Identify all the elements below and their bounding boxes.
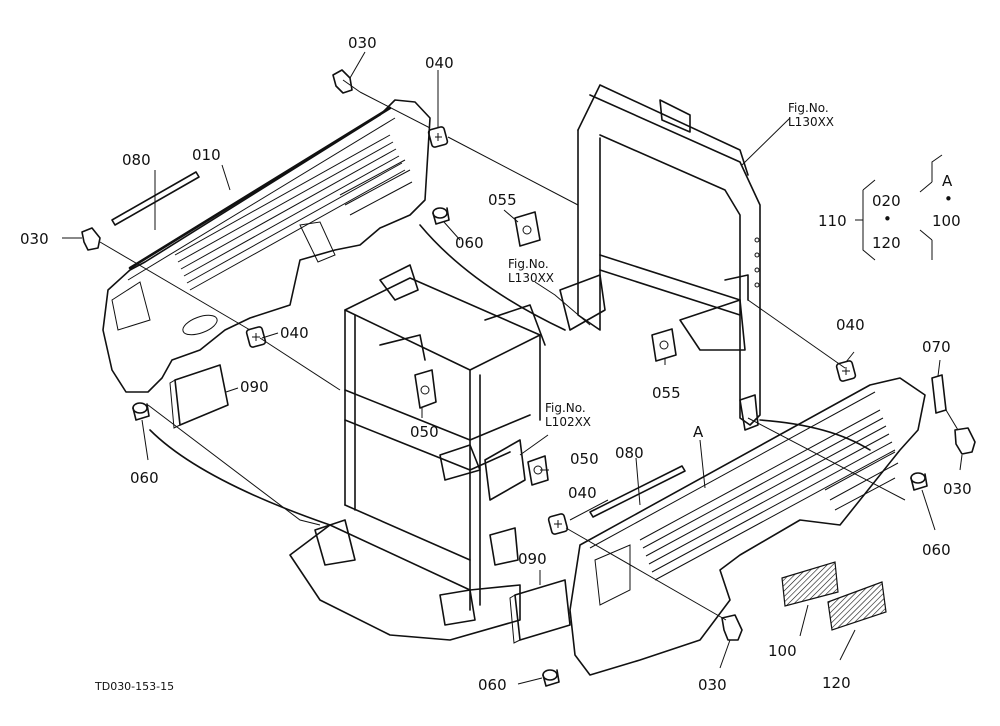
bolt-030-bottom xyxy=(721,614,743,641)
callout-060-mid: 060 xyxy=(455,234,484,252)
callout-080-left: 080 xyxy=(122,151,151,169)
rod-080-left xyxy=(111,171,200,226)
callout-060-left: 060 xyxy=(130,469,159,487)
callout-labels: 030 040 080 010 030 055 060 040 090 060 … xyxy=(20,34,972,694)
callout-080-right: 080 xyxy=(615,444,644,462)
callout-090-left: 090 xyxy=(240,378,269,396)
callout-060-bottom: 060 xyxy=(478,676,507,694)
washer-040-right xyxy=(835,360,857,382)
bolt-030-top xyxy=(332,69,361,94)
fig-ref-2-label: Fig.No. xyxy=(508,257,549,271)
callout-dot-1: • xyxy=(883,210,892,228)
callout-060-right: 060 xyxy=(922,541,951,559)
decal-100 xyxy=(781,561,839,607)
callout-050-b: 050 xyxy=(570,450,599,468)
pad-090-lower xyxy=(509,579,571,644)
callout-a-ref: A xyxy=(693,423,704,441)
callout-055-lower: 055 xyxy=(652,384,681,402)
left-panel-vent-slots xyxy=(174,134,413,291)
callout-040-top: 040 xyxy=(425,54,454,72)
callout-070: 070 xyxy=(922,338,951,356)
rear-frame xyxy=(559,84,761,431)
right-side-cover xyxy=(569,377,926,676)
callout-050-a: 050 xyxy=(410,423,439,441)
callout-030-left: 030 xyxy=(20,230,49,248)
callout-a-group: A xyxy=(942,172,953,190)
washer-040-lower xyxy=(547,513,569,535)
rod-080-right xyxy=(589,465,686,518)
fig-ref-1-label: Fig.No. xyxy=(788,101,829,115)
drawing-code: TD030-153-15 xyxy=(94,680,174,693)
bolt-030-left xyxy=(81,227,101,251)
callout-030-right: 030 xyxy=(943,480,972,498)
callout-100-group: 100 xyxy=(932,212,961,230)
pad-090-left xyxy=(169,364,229,429)
callout-040-left: 040 xyxy=(280,324,309,342)
callout-020: 020 xyxy=(872,192,901,210)
callout-090-lower: 090 xyxy=(518,550,547,568)
curved-cables xyxy=(149,224,871,526)
callout-110: 110 xyxy=(818,212,847,230)
fig-ref-3-label: Fig.No. xyxy=(545,401,586,415)
callout-dot-2: • xyxy=(944,190,953,208)
bushing-060-bottom xyxy=(542,669,560,687)
decal-120 xyxy=(827,581,887,631)
center-frame xyxy=(344,264,546,611)
callout-040-lower: 040 xyxy=(568,484,597,502)
callout-120: 120 xyxy=(822,674,851,692)
left-side-cover-010 xyxy=(102,99,431,393)
bushing-060-left xyxy=(132,402,150,421)
right-panel-vent-slots xyxy=(639,409,899,581)
callout-100: 100 xyxy=(768,642,797,660)
leader-lines xyxy=(62,51,963,685)
callout-030-bottom: 030 xyxy=(698,676,727,694)
bolt-030-right xyxy=(954,427,976,455)
bushing-060-mid xyxy=(432,207,450,225)
base-plate xyxy=(289,519,521,641)
clip-055-upper xyxy=(514,211,541,247)
fig-ref-2-number: L130XX xyxy=(508,271,554,285)
callout-120-group: 120 xyxy=(872,234,901,252)
group-bracket-110 xyxy=(855,154,943,261)
callout-040-right: 040 xyxy=(836,316,865,334)
fig-ref-3-number: L102XX xyxy=(545,415,591,429)
washer-040-left xyxy=(245,326,267,348)
clip-050-a xyxy=(414,369,437,409)
callout-030-top: 030 xyxy=(348,34,377,52)
spacer-070 xyxy=(931,374,947,414)
fig-ref-1-number: L130XX xyxy=(788,115,834,129)
figure-references: Fig.No. L130XX Fig.No. L130XX Fig.No. L1… xyxy=(508,101,834,429)
washer-040-top xyxy=(427,126,449,148)
callout-055-upper: 055 xyxy=(488,191,517,209)
callout-010: 010 xyxy=(192,146,221,164)
clip-055-lower xyxy=(651,328,677,362)
bushing-060-right xyxy=(910,472,928,491)
